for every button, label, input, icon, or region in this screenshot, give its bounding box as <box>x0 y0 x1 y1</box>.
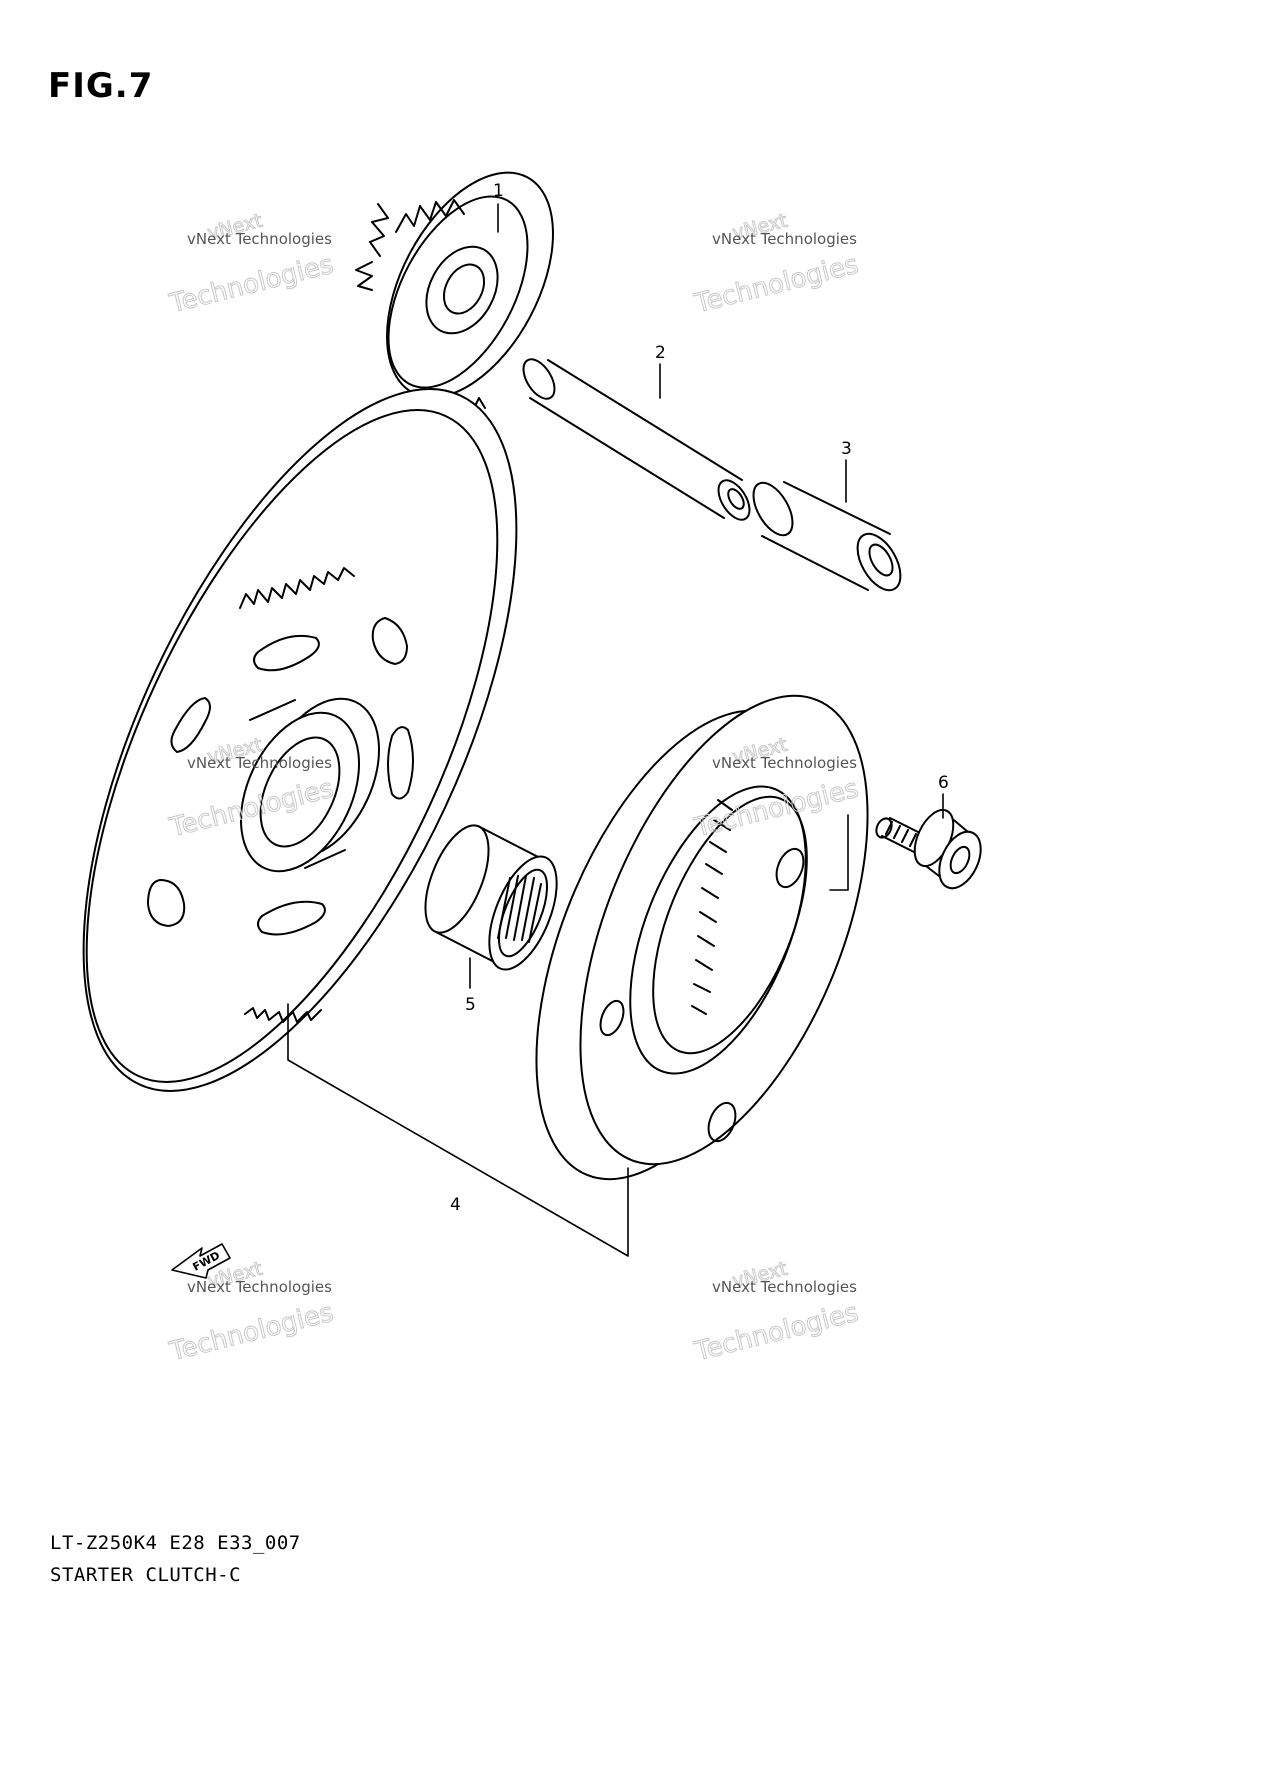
spacer <box>752 481 902 592</box>
fwd-arrow-icon <box>171 1243 231 1279</box>
needle-bearing <box>424 824 558 971</box>
callout-3: 3 <box>841 439 852 459</box>
watermark-top-right: vNext vNext Technologies Technologies <box>691 209 862 320</box>
diagram-code: LT-Z250K4 E28 E33_007 <box>50 1532 301 1554</box>
watermark-bottom-right: vNext vNext Technologies Technologies <box>691 1257 862 1368</box>
svg-text:vNext Technologies: vNext Technologies <box>712 754 857 772</box>
svg-text:vNext Technologies: vNext Technologies <box>712 1278 857 1296</box>
svg-text:vNext Technologies: vNext Technologies <box>187 1278 332 1296</box>
idle-gear-shaft <box>522 358 751 521</box>
svg-text:Technologies: Technologies <box>691 1298 861 1368</box>
callout-4: 4 <box>450 1195 461 1215</box>
svg-text:Technologies: Technologies <box>166 250 336 320</box>
svg-text:vNext Technologies: vNext Technologies <box>187 230 332 248</box>
svg-text:vNext Technologies: vNext Technologies <box>187 754 332 772</box>
leader-lines <box>287 203 944 1257</box>
svg-text:Technologies: Technologies <box>691 250 861 320</box>
svg-text:Technologies: Technologies <box>166 1298 336 1368</box>
callout-1: 1 <box>493 181 504 201</box>
starter-idle-gear <box>355 171 554 411</box>
one-way-clutch <box>535 694 869 1181</box>
starter-driven-gear <box>82 388 518 1092</box>
callout-6: 6 <box>938 773 949 793</box>
callout-2: 2 <box>655 343 666 363</box>
clutch-bolt <box>875 808 982 890</box>
figure-title: FIG.7 <box>48 66 154 106</box>
svg-text:vNext Technologies: vNext Technologies <box>712 230 857 248</box>
callout-5: 5 <box>465 995 476 1015</box>
watermark-top-left: vNext vNext Technologies Technologies <box>166 209 337 320</box>
diagram-name: STARTER CLUTCH-C <box>50 1564 242 1586</box>
